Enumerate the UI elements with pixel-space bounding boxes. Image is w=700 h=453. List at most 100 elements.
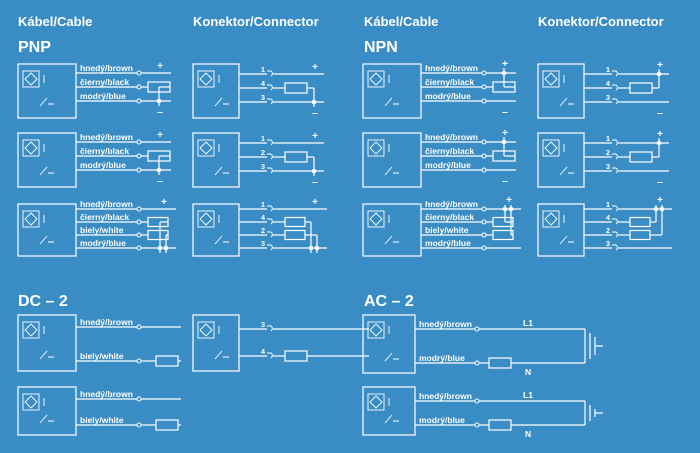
load-resistor — [284, 229, 306, 241]
switch-icon — [384, 414, 399, 424]
pin-number: 1 — [261, 200, 265, 209]
sensor-face-icon — [367, 321, 385, 339]
load-resistor — [284, 216, 306, 228]
wire-label: čierny/black — [425, 77, 474, 87]
sensor-diamond-icon — [369, 141, 383, 155]
wire-label: hnedý/brown — [425, 63, 478, 73]
section-npn: NPN — [364, 39, 398, 56]
junction-dot — [156, 167, 162, 173]
plus-label: + — [312, 197, 318, 208]
wire-label: hnedý/brown — [425, 132, 478, 142]
header-connector-left: Konektor/Connector — [193, 14, 319, 29]
junction-dot — [653, 206, 659, 212]
terminal-circle — [136, 206, 142, 212]
wire-label: modrý/blue — [425, 238, 471, 248]
minus-label: – — [312, 108, 318, 119]
terminal-circle — [136, 167, 142, 173]
sensor-box — [362, 132, 422, 188]
connector-contact — [612, 218, 618, 225]
plus-label: + — [657, 195, 663, 206]
switch-icon — [39, 166, 54, 176]
sensor-face-icon — [542, 139, 560, 157]
sensor-diamond-icon — [544, 72, 558, 86]
load-resistor — [629, 82, 653, 94]
pin-number: 3 — [606, 93, 610, 102]
wire-label: modrý/blue — [419, 415, 465, 425]
switch-icon — [384, 166, 399, 176]
sensor-diamond-icon — [24, 323, 38, 337]
sensor-face-icon — [367, 210, 385, 228]
plus-label: + — [312, 131, 318, 142]
sensor-face-icon — [197, 321, 215, 339]
wire-label: modrý/blue — [80, 238, 126, 248]
wire-label: modrý/blue — [425, 160, 471, 170]
terminal-circle — [136, 153, 142, 159]
sensor-diamond-icon — [199, 323, 213, 337]
minus-label: – — [502, 107, 508, 118]
connector-contact — [267, 167, 273, 174]
terminal-l1-label: L1 — [523, 390, 533, 400]
sensor-box — [362, 203, 422, 257]
sensor-diamond-icon — [544, 141, 558, 155]
sensor-box — [17, 132, 77, 188]
connector-contact — [267, 153, 273, 160]
sensor-box — [362, 386, 416, 436]
terminal-circle — [136, 358, 142, 364]
wire-label: hnedý/brown — [80, 389, 133, 399]
pin-number: 2 — [261, 148, 265, 157]
pin-number: 4 — [606, 79, 611, 88]
plus-label: + — [157, 61, 163, 72]
header-connector-right: Konektor/Connector — [538, 14, 664, 29]
sensor-box — [17, 314, 77, 372]
sensor-box — [362, 63, 422, 119]
wire-label: čierny/black — [80, 212, 129, 222]
junction-dot — [656, 140, 662, 146]
switch-icon — [214, 97, 229, 107]
plus-label: + — [312, 62, 318, 73]
terminal-n-label: N — [525, 367, 531, 377]
sensor-diamond-icon — [24, 72, 38, 86]
terminal-circle — [481, 98, 487, 104]
wire-label: biely/white — [80, 351, 124, 361]
wire-label: čierny/black — [80, 77, 129, 87]
terminal-circle — [136, 70, 142, 76]
sensor-diamond-icon — [369, 395, 383, 409]
sensor-face-icon — [197, 210, 215, 228]
pin-number: 3 — [261, 239, 265, 248]
wire-label: biely/white — [80, 415, 124, 425]
wire-label: čierny/black — [425, 146, 474, 156]
wire-label: hnedý/brown — [80, 132, 133, 142]
load-resistor — [629, 216, 651, 228]
pin-number: 3 — [261, 320, 265, 329]
connector-contact — [612, 153, 618, 160]
section-dc2: DC – 2 — [18, 293, 68, 310]
plus-label: + — [657, 129, 663, 140]
terminal-circle — [136, 84, 142, 90]
connector-contact — [267, 98, 273, 105]
sensor-diamond-icon — [369, 323, 383, 337]
wire-label: modrý/blue — [419, 353, 465, 363]
sensor-diamond-icon — [199, 72, 213, 86]
terminal-circle — [481, 139, 487, 145]
load-resistor — [488, 357, 512, 369]
pin-number: 3 — [606, 239, 610, 248]
terminal-circle — [481, 232, 487, 238]
sensor-box — [192, 314, 240, 372]
pin-number: 4 — [606, 213, 611, 222]
wire-label: hnedý/brown — [80, 63, 133, 73]
wire-label: hnedý/brown — [419, 319, 472, 329]
wire-label: hnedý/brown — [425, 199, 478, 209]
terminal-n-label: N — [525, 429, 531, 439]
pin-number: 2 — [606, 226, 610, 235]
switch-icon — [39, 235, 54, 245]
junction-dot — [311, 168, 317, 174]
terminal-circle — [136, 422, 142, 428]
terminal-circle — [136, 232, 142, 238]
minus-label: – — [157, 176, 163, 187]
wire-label: hnedý/brown — [80, 317, 133, 327]
load-resistor — [629, 229, 651, 241]
sensor-face-icon — [22, 139, 40, 157]
switch-icon — [559, 166, 574, 176]
sensor-box — [362, 314, 416, 374]
terminal-circle — [481, 167, 487, 173]
